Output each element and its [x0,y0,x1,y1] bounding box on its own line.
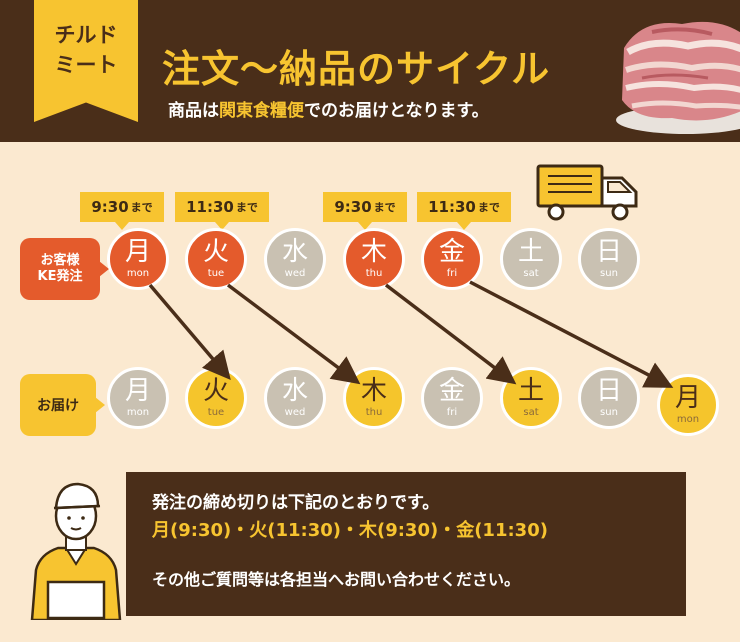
badge-label: チルド ミート [34,20,138,80]
page-subtitle: 商品は関東食糧便でのお届けとなります。 [168,96,489,121]
day-kanji: 土 [517,376,544,406]
flow-arrow-fri-mon [469,280,674,388]
order-label-line1: お客様 [40,253,80,268]
day-en: sat [523,268,539,279]
deadline-time: 11:30 [186,198,234,216]
deadline-suffix: まで [235,201,258,214]
day-kanji: 水 [281,237,308,267]
day-en: mon [126,407,150,418]
day-kanji: 水 [281,376,308,406]
day-en: wed [284,407,306,418]
day-en: thu [365,268,383,279]
subtitle-highlight: 関東食糧便 [219,101,304,121]
chilled-meat-badge [34,0,138,122]
day-en: tue [207,407,225,418]
day-kanji: 火 [202,237,229,267]
meat-image [616,21,740,134]
flow-arrow-thu-sat [384,283,517,385]
badge-line2: ミート [54,53,118,77]
deadline-suffix: まで [130,201,153,214]
day-kanji: 火 [202,376,229,406]
day-en: sun [600,268,618,279]
page-title: 注文〜納品のサイクル [162,47,551,91]
day-kanji: 日 [595,237,622,267]
day-kanji: 土 [517,237,544,267]
day-kanji: 木 [360,237,387,267]
day-en: wed [284,268,306,279]
deadline-time: 11:30 [428,198,476,216]
day-kanji: 月 [124,376,151,406]
flow-arrow-mon-tue [148,283,231,380]
day-en: mon [676,414,700,425]
order-label-line2: KE発注 [37,269,83,284]
deadline-note-box [126,472,686,616]
day-en: thu [365,407,383,418]
day-kanji: 木 [360,376,387,406]
day-kanji: 月 [674,383,701,413]
note-line3: その他ご質問等は各担当へお問い合わせください。 [152,570,521,589]
day-en: sun [600,407,618,418]
day-kanji: 日 [595,376,622,406]
day-kanji: 金 [438,237,465,267]
deadline-suffix: まで [477,201,500,214]
delivery-row-label: お届け [20,374,105,436]
day-en: mon [126,268,150,279]
day-en: sat [523,407,539,418]
flow-arrow-tue-thu [226,283,361,385]
day-en: fri [446,268,458,279]
day-kanji: 月 [124,237,151,267]
day-en: tue [207,268,225,279]
day-kanji: 金 [438,376,465,406]
note-deadlines: 月(9:30)・火(11:30)・木(9:30)・金(11:30) [152,520,548,541]
day-en: fri [446,407,458,418]
person-illustration [30,482,122,620]
badge-line1: チルド [54,23,118,47]
subtitle-pre: 商品は [168,101,219,121]
note-line1: 発注の締め切りは下記のとおりです。 [152,493,440,513]
deadline-suffix: まで [373,201,396,214]
truck-icon [536,164,638,221]
deadline-time: 9:30 [334,198,372,216]
subtitle-post: でのお届けとなります。 [304,101,489,121]
deadline-time: 9:30 [91,198,129,216]
